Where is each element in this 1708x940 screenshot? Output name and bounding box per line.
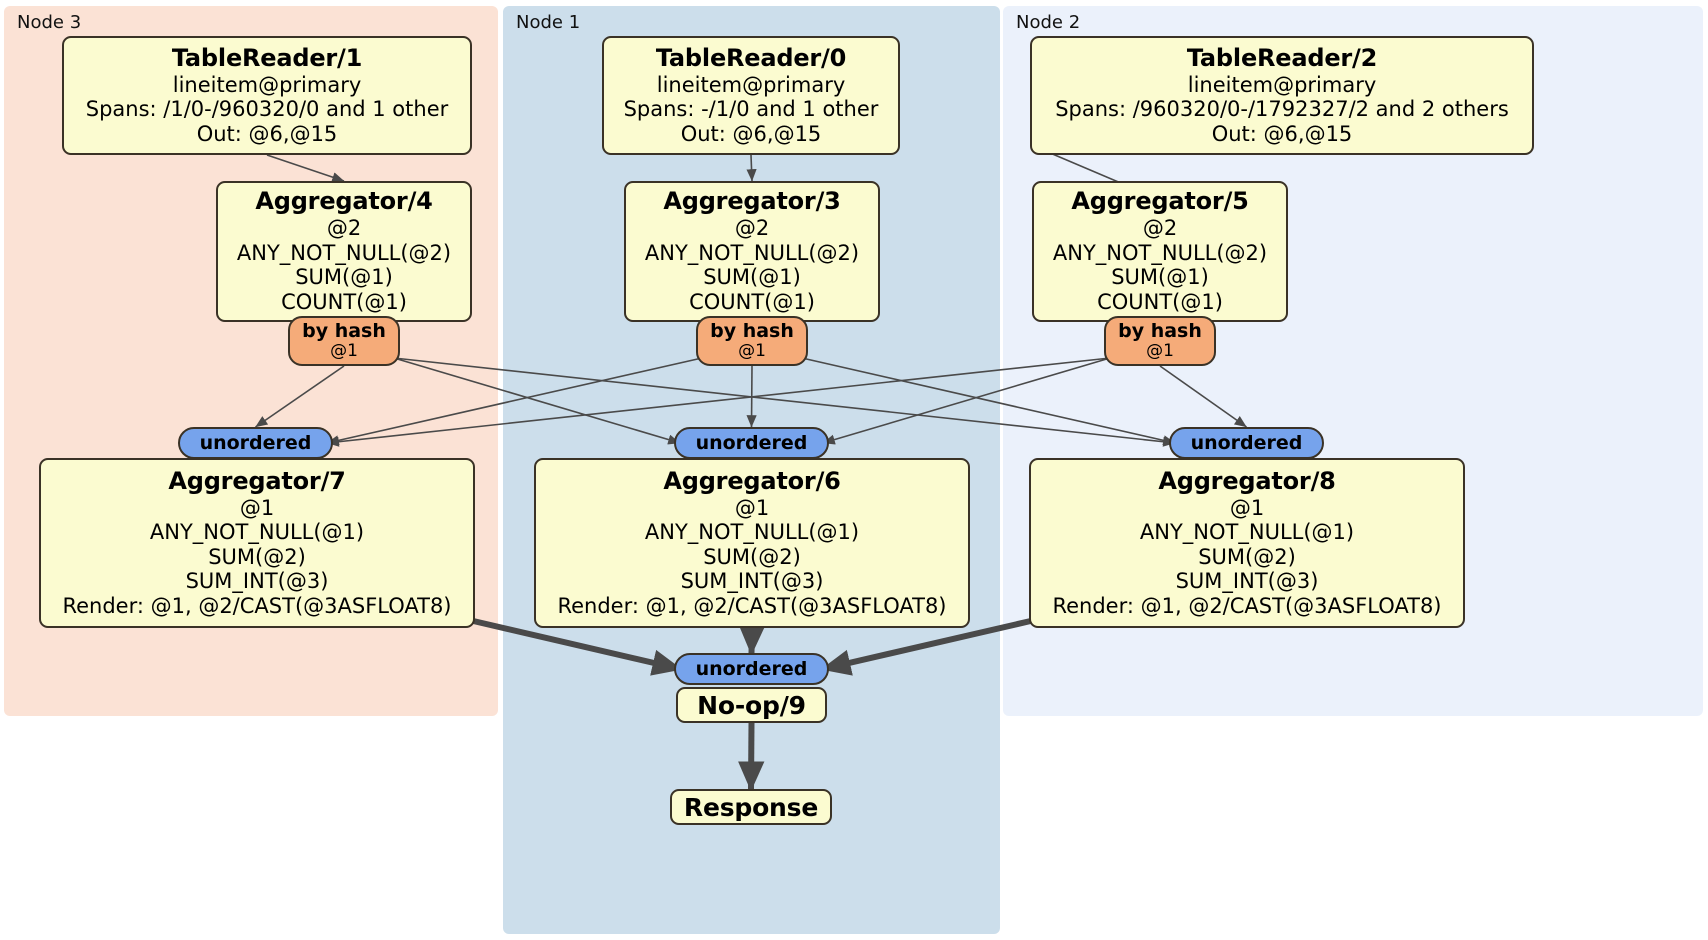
- processor-detail-line: SUM(@1): [295, 265, 393, 290]
- badge-hash5[interactable]: by hash@1: [1104, 316, 1216, 366]
- edge-hash5-to-unordered8: [1159, 365, 1247, 428]
- processor-detail-line: ANY_NOT_NULL(@1): [149, 520, 365, 545]
- processor-detail-line: SUM(@2): [208, 544, 306, 569]
- processor-detail-line: Spans: /960320/0-/1792327/2 and 2 others: [1055, 97, 1509, 122]
- processor-title: Aggregator/6: [663, 466, 841, 495]
- edge-hash5-to-unordered7: [326, 357, 1111, 447]
- processor-detail-line: Render: @1, @2/CAST(@3ASFLOAT8): [62, 593, 452, 618]
- processor-detail-line: SUM(@2): [703, 544, 801, 569]
- edge-tablereader0-to-aggregator3: [746, 154, 757, 182]
- badge-unordered8[interactable]: unordered: [1169, 427, 1324, 459]
- edge-hash4-to-unordered7: [255, 365, 345, 428]
- processor-title: Aggregator/3: [663, 187, 841, 216]
- processor-detail-line: ANY_NOT_NULL(@2): [1052, 240, 1268, 265]
- badge-primary-label: by hash: [1118, 320, 1202, 343]
- badge-secondary-label: @1: [330, 341, 358, 362]
- processor-detail-line: @1: [239, 495, 275, 520]
- processor-detail-line: @2: [734, 216, 770, 241]
- processor-detail-line: Spans: -/1/0 and 1 other: [623, 97, 879, 122]
- badge-primary-label: unordered: [199, 431, 312, 454]
- region-label-node2: Node 2: [1016, 12, 1081, 33]
- badge-hash4[interactable]: by hash@1: [288, 316, 400, 366]
- processor-detail-line: COUNT(@1): [689, 289, 815, 314]
- processor-title: No-op/9: [697, 690, 806, 720]
- edge-hash3-to-unordered7: [326, 357, 703, 446]
- processor-detail-line: @1: [734, 495, 770, 520]
- processor-detail-line: Out: @6,@15: [680, 121, 822, 146]
- processor-detail-line: SUM_INT(@3): [1175, 569, 1319, 594]
- processor-detail-line: Render: @1, @2/CAST(@3ASFLOAT8): [557, 593, 947, 618]
- processor-detail-line: @2: [326, 216, 362, 241]
- processor-title: Response: [683, 792, 819, 822]
- processor-title: TableReader/2: [1186, 43, 1378, 72]
- edge-aggregator8-to-unordered9: [820, 617, 1036, 676]
- badge-secondary-label: @1: [1146, 341, 1174, 362]
- processor-detail-line: ANY_NOT_NULL(@1): [1139, 520, 1355, 545]
- processor-detail-line: @2: [1142, 216, 1178, 241]
- processor-detail-line: Spans: /1/0-/960320/0 and 1 other: [85, 97, 449, 122]
- badge-hash3[interactable]: by hash@1: [696, 316, 808, 366]
- badge-primary-label: unordered: [695, 431, 808, 454]
- badge-secondary-label: @1: [738, 341, 766, 362]
- edge-tablereader1-to-aggregator4: [266, 154, 345, 183]
- processor-response[interactable]: Response: [670, 789, 832, 825]
- processor-detail-line: SUM(@1): [1111, 265, 1209, 290]
- badge-primary-label: by hash: [710, 320, 794, 343]
- processor-detail-line: lineitem@primary: [656, 72, 846, 97]
- processor-title: Aggregator/8: [1158, 466, 1336, 495]
- processor-detail-line: SUM(@2): [1198, 544, 1296, 569]
- edge-hash4-to-unordered8: [393, 357, 1176, 447]
- processor-title: TableReader/1: [171, 43, 363, 72]
- badge-unordered6[interactable]: unordered: [674, 427, 829, 459]
- processor-title: Aggregator/7: [168, 466, 346, 495]
- edge-noop9-to-response: [738, 722, 765, 792]
- processor-detail-line: COUNT(@1): [1097, 289, 1223, 314]
- processor-detail-line: ANY_NOT_NULL(@2): [236, 240, 452, 265]
- edge-hash3-to-unordered8: [801, 357, 1176, 446]
- processor-detail-line: SUM(@1): [703, 265, 801, 290]
- processor-detail-line: SUM_INT(@3): [185, 569, 329, 594]
- processor-detail-line: @1: [1229, 495, 1265, 520]
- badge-primary-label: by hash: [302, 320, 386, 343]
- processor-detail-line: Render: @1, @2/CAST(@3ASFLOAT8): [1052, 593, 1442, 618]
- edge-aggregator7-to-unordered9: [468, 617, 683, 676]
- processor-detail-line: SUM_INT(@3): [680, 569, 824, 594]
- processor-detail-line: lineitem@primary: [1187, 72, 1377, 97]
- processor-detail-line: Out: @6,@15: [196, 121, 338, 146]
- edge-hash5-to-unordered6: [822, 357, 1111, 445]
- processor-title: Aggregator/4: [255, 187, 433, 216]
- processor-detail-line: ANY_NOT_NULL(@1): [644, 520, 860, 545]
- region-label-node3: Node 3: [17, 12, 82, 33]
- processor-detail-line: Out: @6,@15: [1211, 121, 1353, 146]
- processor-detail-line: COUNT(@1): [281, 289, 407, 314]
- processor-detail-line: lineitem@primary: [172, 72, 362, 97]
- processor-noop9[interactable]: No-op/9: [676, 687, 827, 723]
- edge-aggregator6-to-unordered9: [738, 625, 766, 656]
- badge-primary-label: unordered: [695, 657, 808, 680]
- badge-primary-label: unordered: [1190, 431, 1303, 454]
- region-label-node1: Node 1: [516, 12, 581, 33]
- processor-title: Aggregator/5: [1071, 187, 1249, 216]
- processor-title: TableReader/0: [655, 43, 847, 72]
- edge-hash4-to-unordered6: [393, 357, 681, 445]
- processor-detail-line: ANY_NOT_NULL(@2): [644, 240, 860, 265]
- badge-unordered9[interactable]: unordered: [674, 653, 829, 685]
- badge-unordered7[interactable]: unordered: [178, 427, 333, 459]
